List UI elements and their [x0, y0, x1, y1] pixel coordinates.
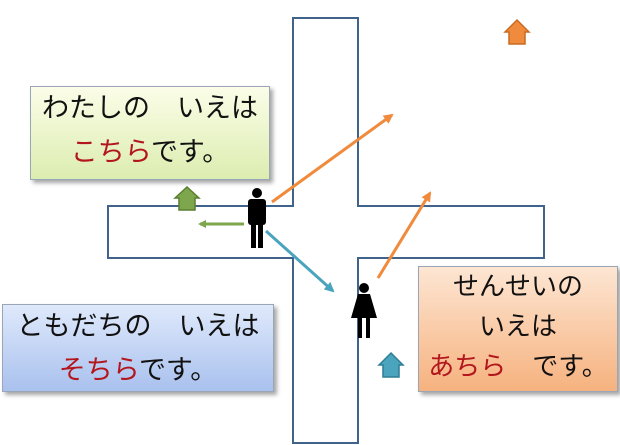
tomodachi-sochira: そちら — [58, 355, 139, 386]
woman-icon — [351, 283, 377, 338]
watashi-desu: です。 — [150, 137, 230, 168]
road-outline — [107, 17, 545, 444]
arrow-to-far-house-from-man — [271, 113, 394, 204]
sensei-line3: あちら です。 — [419, 347, 617, 387]
sensei-desu: です。 — [506, 352, 608, 382]
man-icon — [248, 188, 266, 248]
tomodachi-line1: ともだちの いえは — [16, 311, 260, 342]
house-icon-teal — [377, 351, 405, 378]
sensei-house-label: せんせいの いえは あちら です。 — [418, 266, 618, 392]
watashi-house-label: わたしの いえは こちらです。 — [30, 86, 270, 180]
arrow-to-far-house-from-woman — [376, 191, 432, 279]
tomodachi-house-label: ともだちの いえは そちらです。 — [2, 304, 274, 392]
sensei-line2: いえは — [478, 312, 557, 342]
watashi-line2: こちらです。 — [31, 131, 269, 175]
sensei-achira: あちら — [428, 352, 507, 382]
house-icon-green — [173, 185, 201, 211]
house-icon-orange — [503, 18, 531, 45]
sensei-line1: せんせいの — [452, 272, 583, 302]
tomodachi-line2: そちらです。 — [3, 349, 273, 393]
tomodachi-desu: です。 — [138, 355, 218, 386]
arrow-to-mid-house — [264, 229, 335, 293]
watashi-kochira: こちら — [70, 137, 151, 168]
watashi-line1: わたしの いえは — [42, 93, 258, 124]
